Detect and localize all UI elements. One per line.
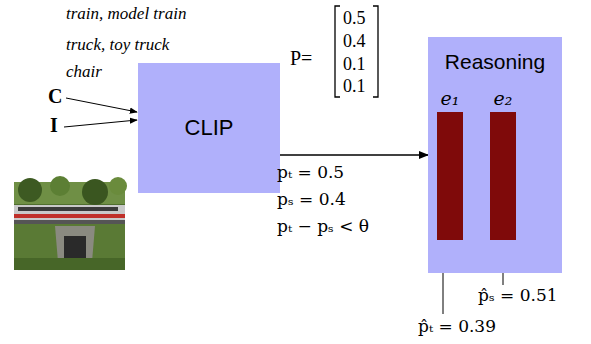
- embedding-bar: e₁: [437, 87, 463, 240]
- leader-line: [503, 273, 504, 285]
- matrix-entry: 0.5: [343, 8, 366, 30]
- class-name: chair: [66, 62, 102, 82]
- embedding-fill: [437, 112, 463, 240]
- leader-line: [443, 273, 444, 314]
- matrix-name: P=: [290, 46, 312, 70]
- input-symbol: C: [48, 84, 62, 108]
- probability-value: pₛ = 0.4: [277, 189, 346, 209]
- matrix-entry: 0.1: [343, 76, 366, 98]
- box-title: CLIP: [138, 115, 280, 141]
- probability-value: pₜ = 0.5: [277, 162, 344, 182]
- input-arrow: [66, 98, 137, 112]
- box-title: Reasoning: [428, 49, 562, 74]
- input-symbol: I: [50, 113, 58, 137]
- embedding-label: e₂: [490, 87, 516, 110]
- threshold-condition: pₜ − pₛ < θ: [277, 216, 369, 236]
- probability-value: p̂ₛ = 0.51: [478, 285, 558, 305]
- embedding-bar: e₂: [490, 87, 516, 240]
- train-photo: [14, 176, 127, 270]
- class-name: truck, toy truck: [66, 35, 169, 55]
- model-box: CLIP: [138, 63, 280, 193]
- probability-value: p̂ₜ = 0.39: [418, 316, 496, 336]
- matrix-entry: 0.1: [343, 54, 366, 76]
- class-name: train, model train: [66, 4, 186, 24]
- matrix-bracket: [335, 6, 340, 97]
- embedding-label: e₁: [437, 87, 463, 110]
- matrix-entry: 0.4: [343, 31, 366, 53]
- flow-arrow: [280, 154, 428, 155]
- embedding-fill: [490, 112, 516, 240]
- input-arrow: [64, 120, 137, 127]
- reasoning-box: Reasoning e₁ e₂: [428, 37, 562, 273]
- matrix-bracket: [373, 6, 378, 97]
